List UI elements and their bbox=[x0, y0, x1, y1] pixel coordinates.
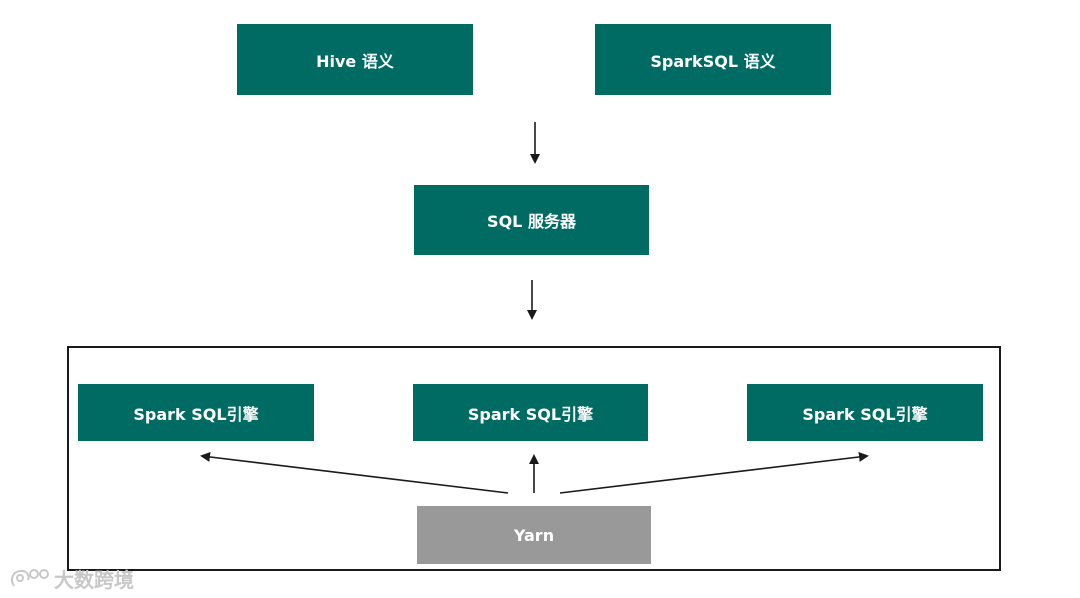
sparksql-semantics-label: SparkSQL 语义 bbox=[650, 51, 776, 71]
watermark: 大数跨境 bbox=[8, 564, 134, 592]
spark-sql-engine-3: Spark SQL引擎 bbox=[747, 384, 983, 441]
spark-sql-engine-1-label: Spark SQL引擎 bbox=[133, 404, 259, 424]
yarn-node: Yarn bbox=[417, 506, 651, 564]
watermark-text: 大数跨境 bbox=[54, 567, 134, 592]
hive-semantics-label: Hive 语义 bbox=[316, 51, 394, 71]
sql-server-label: SQL 服务器 bbox=[487, 212, 576, 231]
spark-sql-engine-2: Spark SQL引擎 bbox=[413, 384, 648, 441]
spark-sql-engine-2-label: Spark SQL引擎 bbox=[467, 404, 594, 424]
watermark-logo-icon bbox=[8, 566, 50, 590]
sparksql-semantics-node: SparkSQL 语义 bbox=[595, 24, 831, 95]
yarn-label: Yarn bbox=[513, 525, 555, 545]
engine-cluster-container bbox=[67, 346, 1001, 571]
sql-server-node: SQL 服务器 bbox=[414, 185, 649, 255]
spark-sql-engine-3-label: Spark SQL引擎 bbox=[802, 404, 928, 424]
hive-semantics-node: Hive 语义 bbox=[237, 24, 473, 95]
spark-sql-engine-1: Spark SQL引擎 bbox=[78, 384, 314, 441]
